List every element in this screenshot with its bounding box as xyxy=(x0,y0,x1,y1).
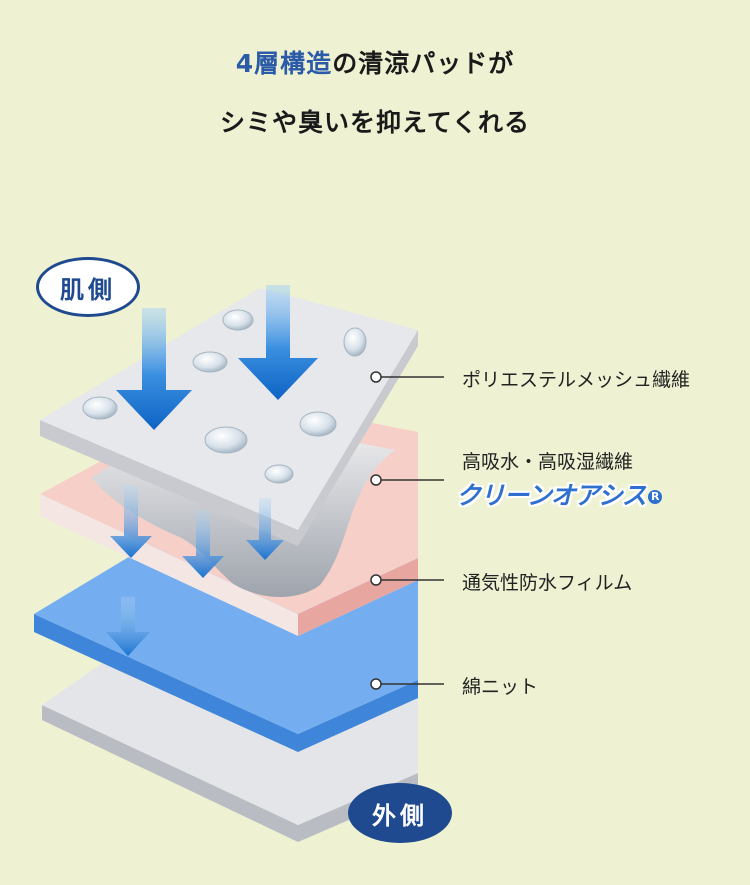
droplet xyxy=(82,396,118,420)
down-arrow-icon xyxy=(110,485,152,558)
droplet xyxy=(192,351,228,373)
label-polyester-mesh: ポリエステルメッシュ繊維 xyxy=(462,369,691,391)
title-line-1: 4層構造の清涼パッドが xyxy=(0,44,750,80)
brand-name: クリーンオアシス xyxy=(456,481,647,510)
droplet xyxy=(264,464,294,484)
moisture-arrows-top xyxy=(116,285,318,430)
water-droplets xyxy=(82,309,367,484)
label-absorbent-fiber: 高吸水・高吸湿繊維 xyxy=(462,451,634,473)
droplet xyxy=(204,426,248,454)
down-arrow-icon xyxy=(106,597,150,656)
moisture-arrows-middle xyxy=(106,485,284,656)
skin-side-badge: 肌側 xyxy=(36,257,140,317)
outer-side-badge: 外側 xyxy=(348,783,452,843)
down-arrow-icon xyxy=(182,510,224,578)
droplet xyxy=(222,309,254,331)
label-waterproof-film: 通気性防水フィルム xyxy=(462,572,633,594)
droplet xyxy=(343,327,367,357)
label-cotton-knit: 綿ニット xyxy=(462,676,539,698)
down-arrow-icon xyxy=(246,498,284,560)
layer-polyester-mesh xyxy=(40,288,418,546)
title-line-1-rest: の清涼パッドが xyxy=(332,49,515,78)
leader-lines xyxy=(370,371,444,690)
title-line-2: シミや臭いを抑えてくれる xyxy=(219,108,530,137)
down-arrow-icon xyxy=(238,285,318,400)
down-arrow-icon xyxy=(116,308,192,430)
registered-mark: R xyxy=(647,490,662,504)
droplet xyxy=(299,411,337,437)
title-highlight: 4層構造 xyxy=(235,49,333,78)
